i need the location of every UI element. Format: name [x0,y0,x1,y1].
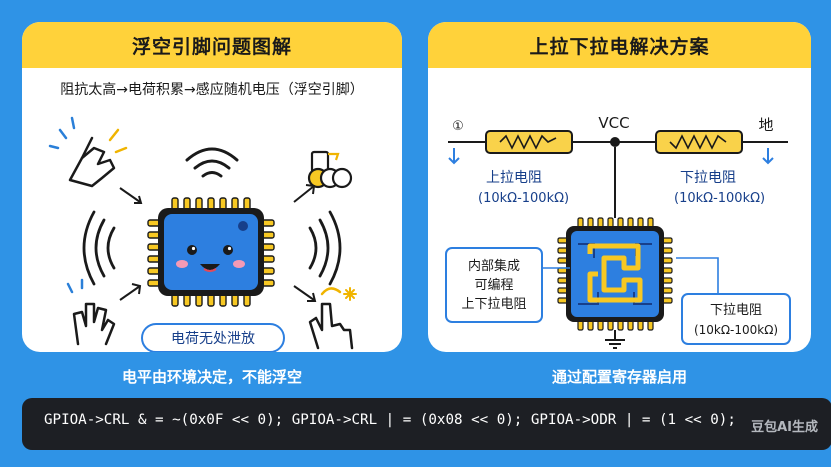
chip-dot [238,221,248,231]
pullup-range: (10kΩ-100kΩ) [478,191,569,206]
floating-pin-caption: 电平由环境决定，不能浮空 [121,368,302,386]
hand-gesture-icon [66,278,116,346]
sparkle-icon [343,287,357,301]
pullup-pulldown-panel: 上拉下拉电解决方案 ① VCC 地 上拉电阻 (10kΩ-100kΩ) 下拉电阻… [428,22,811,352]
left-terminal-label: ① [452,119,464,134]
coin-stack-icon [307,150,353,189]
chain-text: 阻抗太高→电荷积累→感应随机电压（浮空引脚） [60,81,363,98]
vcc-node [610,137,620,147]
pullup-resistor [485,130,573,154]
internal-resistor-box: 内部集成 可编程 上下拉电阻 [445,247,543,323]
pulldown-range: (10kΩ-100kΩ) [674,191,765,206]
callout-lines [540,257,719,298]
ai-watermark: 豆包AI生成 [751,420,818,435]
chip-smiley [176,245,245,272]
wifi-waves-icon [185,147,239,178]
pulldown-label: 下拉电阻 [680,170,736,186]
charge-bubble: 电荷无处泄放 [141,323,285,352]
floating-pin-title: 浮空引脚问题图解 [22,22,402,68]
charge-bubble-label: 电荷无处泄放 [171,331,255,347]
pulldown-resistor-box: 下拉电阻 (10kΩ-100kΩ) [681,293,791,345]
floating-pin-panel: 浮空引脚问题图解 阻抗太高→电荷积累→感应随机电压（浮空引脚） [22,22,402,352]
pullup-label: 上拉电阻 [486,170,542,186]
mcu-core-trace [587,243,643,303]
chip-face [164,214,258,290]
internal-box-line-2: 可编程 [474,278,513,293]
ground-label: 地 [758,116,773,134]
sound-waves-icon [82,210,116,286]
register-code: GPIOA->CRL & = ~(0x0F << 0); GPIOA->CRL … [44,412,736,428]
pointer-hand-icon [308,287,354,350]
internal-box-line-3: 上下拉电阻 [461,297,526,312]
pulldown-box-label: 下拉电阻 [710,303,762,318]
terminal-arrows [448,148,774,165]
vcc-label: VCC [598,114,629,132]
finger-touch-icon [48,116,128,188]
internal-box-line-1: 内部集成 [468,258,520,274]
pullup-pulldown-title: 上拉下拉电解决方案 [428,22,811,68]
pulldown-resistor [655,130,743,154]
floating-pin-diagram: 阻抗太高→电荷积累→感应随机电压（浮空引脚） [48,81,364,352]
pulldown-box-range: (10kΩ-100kΩ) [694,323,778,337]
ground-symbol [605,330,625,349]
code-bar: GPIOA->CRL & = ~(0x0F << 0); GPIOA->CRL … [22,398,831,450]
pullup-pulldown-caption: 通过配置寄存器启用 [551,368,687,386]
sound-waves-icon [308,210,342,286]
inward-arrows [119,184,317,302]
pullup-pulldown-diagram: ① VCC 地 上拉电阻 (10kΩ-100kΩ) 下拉电阻 (10kΩ-100… [445,114,791,349]
